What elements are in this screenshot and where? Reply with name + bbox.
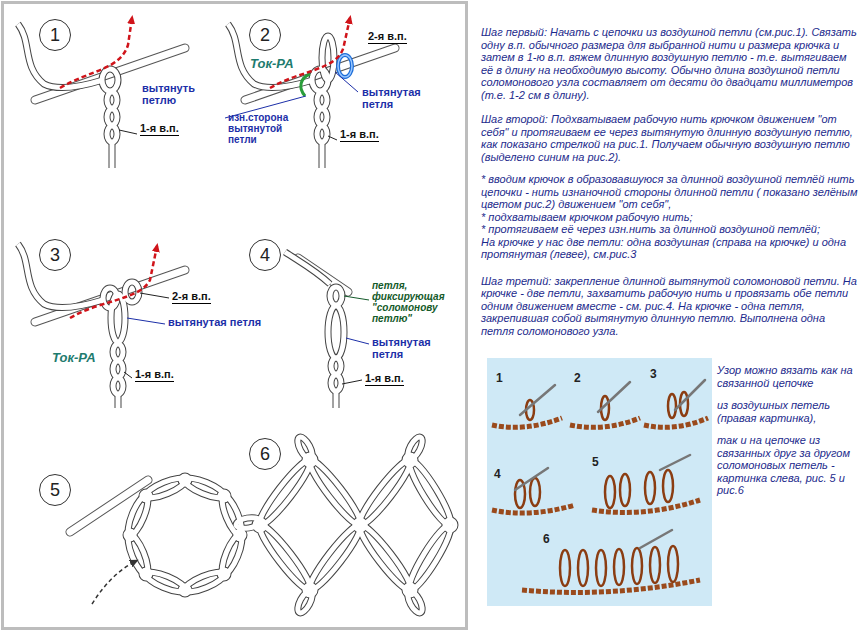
- instruction-text: Шаг первый: Начать с цепочки из воздушно…: [481, 26, 859, 101]
- figure-label: вытянутая петля: [168, 316, 264, 328]
- figure-label: вытянуть петлю: [142, 82, 212, 106]
- figure-label: 1-я в.п.: [340, 128, 379, 142]
- figure-label: 1-я в.п.: [140, 122, 179, 136]
- panel-frame: [3, 3, 467, 629]
- step-number-circle: 6: [249, 438, 281, 470]
- figure-label: 1-я в.п.: [365, 372, 404, 386]
- direction-arrows: [60, 18, 350, 604]
- callout-number: 4: [494, 468, 501, 480]
- step-number-circle: 4: [249, 239, 281, 271]
- callout-number: 6: [543, 533, 550, 545]
- figure-label: Ток-РА: [52, 350, 96, 365]
- figure-label: 2-я в.п.: [368, 30, 407, 44]
- caption-column: Узор можно вязать как на связанной цепоч…: [717, 364, 859, 497]
- photo-panel: [487, 358, 712, 606]
- instruction-column: Шаг первый: Начать с цепочки из воздушно…: [481, 26, 859, 337]
- figure-number: 3: [50, 246, 60, 264]
- figure-label: петля, фиксирующая "соломонову петлю": [372, 280, 460, 324]
- callout-number: 3: [650, 368, 657, 380]
- caption-text: из воздушных петель (правая картинка),: [717, 399, 859, 424]
- figure-label: 2-я в.п.: [172, 290, 211, 304]
- step-number-circle: 1: [39, 19, 71, 51]
- figure-number: 6: [260, 445, 270, 463]
- figure-label: вытянутая петля: [362, 86, 454, 110]
- caption-text: Узор можно вязать как на связанной цепоч…: [717, 364, 859, 389]
- leader-lines: [119, 72, 369, 384]
- instruction-text: Шаг второй: Подхватываем рабочую нить кр…: [481, 113, 859, 163]
- figure-number: 2: [260, 26, 270, 44]
- figure-number: 5: [50, 481, 60, 499]
- figure-label: Ток-РА: [250, 56, 294, 71]
- caption-text: так и на цепочке из связанных друг за др…: [717, 434, 859, 497]
- instruction-text: На крючке у нас две петли: одна воздушна…: [481, 236, 859, 261]
- figure-label: изн.сторона вытянутой петли: [228, 112, 308, 145]
- instruction-text: * вводим крючок в образовавшуюся за длин…: [481, 173, 859, 211]
- callout-number: 5: [592, 456, 599, 468]
- instruction-text: * подхватываем крючком рабочую нить;: [481, 211, 859, 224]
- instruction-text: Шаг третий: закрепление длинной вытянуто…: [481, 275, 859, 338]
- step-number-circle: 2: [249, 19, 281, 51]
- step-number-circle: 3: [39, 239, 71, 271]
- figure-number: 4: [260, 246, 270, 264]
- figure-label: вытянутая петля: [372, 336, 460, 360]
- step-number-circle: 5: [39, 474, 71, 506]
- highlight-loops: [301, 55, 352, 96]
- callout-number: 2: [574, 372, 581, 384]
- figure-label: 1-я в.п.: [135, 368, 174, 382]
- figure-number: 1: [50, 26, 60, 44]
- instruction-text: * протягиваем её через изн.нить за длинн…: [481, 223, 859, 236]
- callout-number: 1: [496, 372, 503, 384]
